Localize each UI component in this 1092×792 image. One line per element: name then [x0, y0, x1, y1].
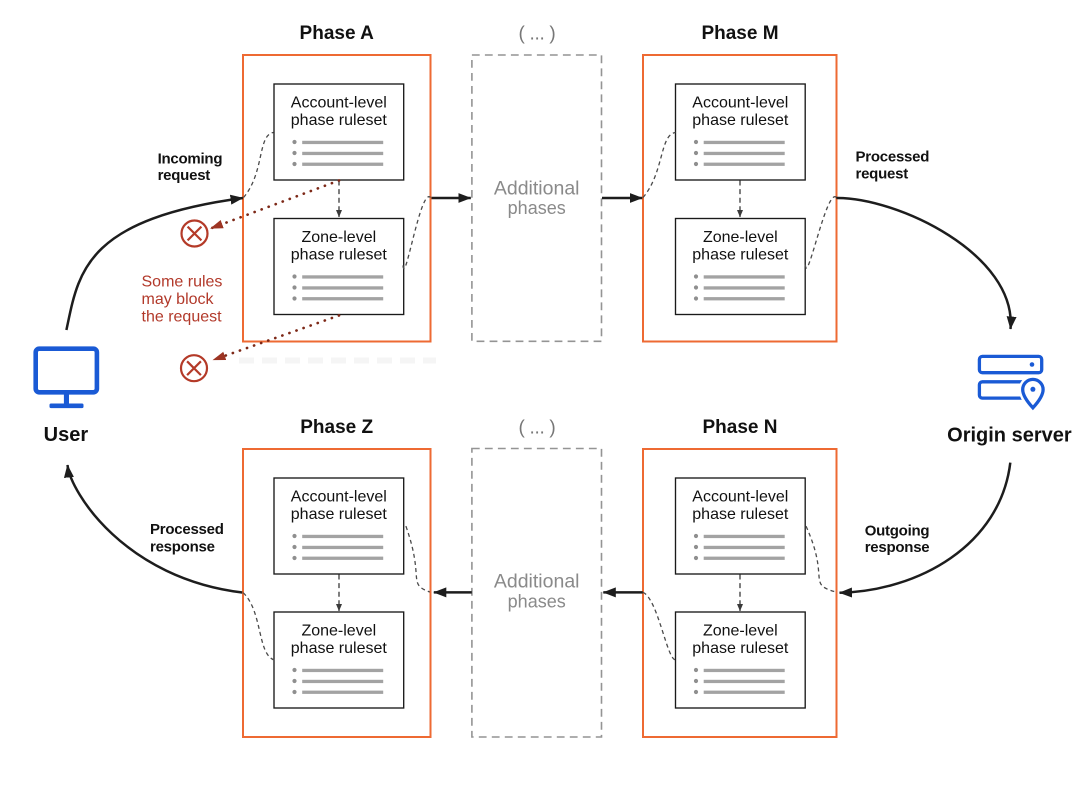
- svg-text:( ... ): ( ... ): [519, 418, 556, 439]
- svg-text:may block: may block: [142, 291, 215, 308]
- svg-text:response: response: [865, 539, 930, 556]
- svg-text:request: request: [158, 167, 211, 184]
- svg-text:Additional: Additional: [494, 178, 580, 200]
- svg-text:Processed: Processed: [856, 149, 930, 166]
- svg-text:request: request: [856, 166, 909, 183]
- svg-text:Processed: Processed: [150, 521, 224, 538]
- svg-text:response: response: [150, 538, 215, 555]
- svg-text:Additional: Additional: [494, 571, 580, 593]
- svg-text:Outgoing: Outgoing: [865, 523, 930, 540]
- svg-text:the request: the request: [142, 309, 223, 326]
- svg-text:Phase Z: Phase Z: [300, 417, 373, 438]
- svg-text:Phase A: Phase A: [300, 23, 375, 44]
- svg-text:Incoming: Incoming: [158, 151, 223, 168]
- svg-text:( ... ): ( ... ): [519, 23, 556, 44]
- svg-text:phases: phases: [508, 198, 566, 218]
- svg-text:User: User: [44, 424, 89, 446]
- svg-text:Some rules: Some rules: [142, 274, 223, 291]
- svg-text:Origin server: Origin server: [947, 425, 1072, 447]
- svg-text:Phase N: Phase N: [703, 417, 778, 438]
- svg-text:Phase M: Phase M: [701, 23, 778, 44]
- svg-text:phases: phases: [508, 592, 566, 612]
